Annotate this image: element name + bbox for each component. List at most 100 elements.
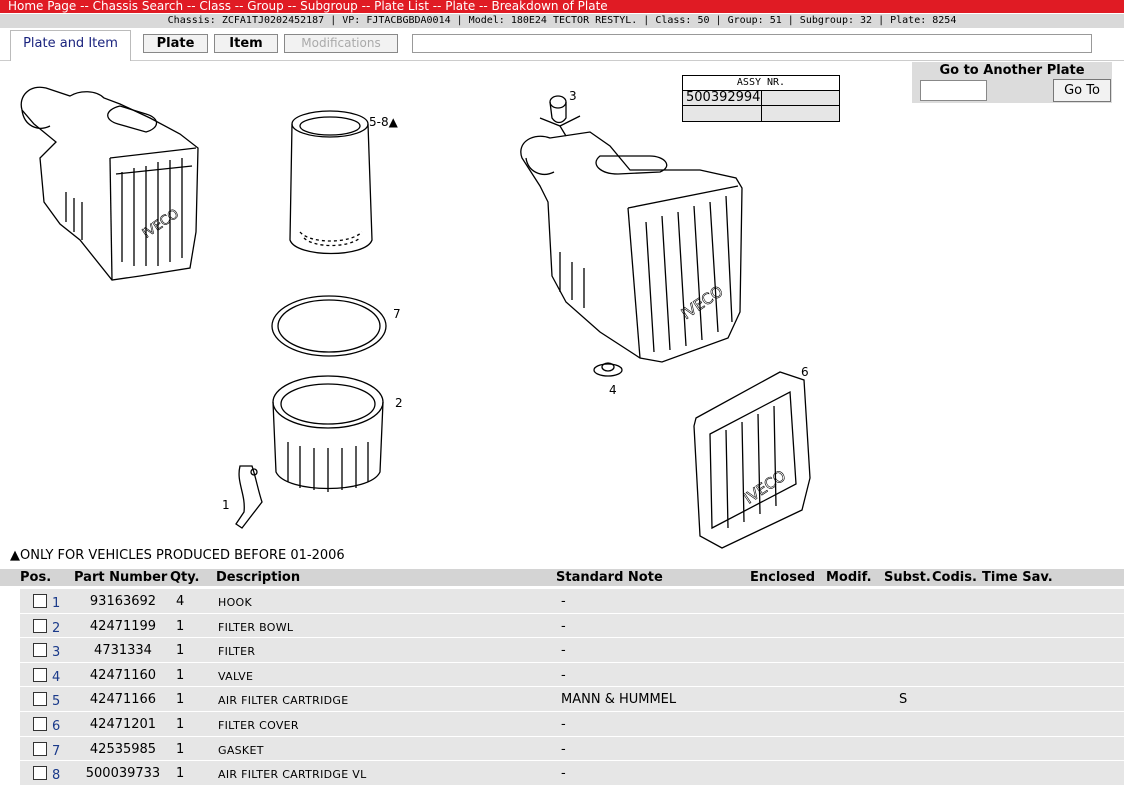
gasket xyxy=(271,295,387,357)
table-row: 6 42471201 1 FILTER COVER - xyxy=(20,711,1124,737)
row-checkbox[interactable] xyxy=(33,766,47,781)
col-modif: Modif. xyxy=(826,570,872,585)
row-pos-link[interactable]: 4 xyxy=(52,669,61,685)
callout-1: 1 xyxy=(222,498,230,512)
goto-button[interactable]: Go To xyxy=(1053,79,1111,102)
breadcrumb-breakdown[interactable]: Breakdown of Plate xyxy=(491,0,608,13)
callout-6: 6 xyxy=(801,365,809,379)
filter-small xyxy=(539,95,581,137)
breadcrumb-home[interactable]: Home Page xyxy=(8,0,77,13)
row-pos-link[interactable]: 3 xyxy=(52,645,61,661)
row-pos-link[interactable]: 8 xyxy=(52,768,61,784)
col-enclosed: Enclosed xyxy=(750,570,816,585)
row-standard-note: - xyxy=(561,716,566,732)
row-qty: 4 xyxy=(176,594,185,609)
row-part-number: 500039733 xyxy=(85,766,161,782)
tab-modifications-button[interactable]: Modifications xyxy=(284,34,398,53)
row-checkbox[interactable] xyxy=(33,741,47,756)
row-pos-link[interactable]: 2 xyxy=(52,620,61,636)
tab-search-field[interactable] xyxy=(412,34,1092,53)
col-qty: Qty. xyxy=(170,570,200,585)
housing-assembly-left: IVECO xyxy=(20,86,199,281)
row-checkbox[interactable] xyxy=(33,667,47,682)
row-qty: 1 xyxy=(176,667,185,683)
row-standard-note: - xyxy=(561,594,566,609)
row-qty: 1 xyxy=(176,766,185,782)
row-part-number: 4731334 xyxy=(94,643,152,659)
row-checkbox[interactable] xyxy=(33,618,47,633)
row-part-number: 42471166 xyxy=(89,692,157,708)
row-pos-link[interactable]: 5 xyxy=(52,694,61,710)
callout-7: 7 xyxy=(393,307,401,321)
tab-divider xyxy=(0,60,1124,61)
goto-plate-input[interactable] xyxy=(920,80,987,101)
callout-2: 2 xyxy=(395,396,403,410)
assy-number: 500392994 xyxy=(683,91,762,105)
row-qty: 1 xyxy=(176,692,185,708)
row-checkbox[interactable] xyxy=(33,594,47,608)
row-qty: 1 xyxy=(176,741,185,757)
breadcrumb: Home Page -- Chassis Search -- Class -- … xyxy=(0,0,1124,13)
col-time-sav: Time Sav. xyxy=(982,570,1053,585)
row-description: FILTER COVER xyxy=(218,718,299,732)
table-row: 1 93163692 4 HOOK - xyxy=(20,589,1124,614)
production-footnote: ▲ONLY FOR VEHICLES PRODUCED BEFORE 01-20… xyxy=(10,548,345,563)
row-checkbox[interactable] xyxy=(33,716,47,731)
row-qty: 1 xyxy=(176,643,185,659)
row-part-number: 42471201 xyxy=(89,716,157,732)
filter-bowl xyxy=(272,375,384,492)
breadcrumb-group[interactable]: Group xyxy=(247,0,284,13)
row-subst: S xyxy=(899,692,908,708)
row-checkbox[interactable] xyxy=(33,643,47,658)
row-description: AIR FILTER CARTRIDGE VL xyxy=(218,768,367,782)
breadcrumb-subgroup[interactable]: Subgroup xyxy=(300,0,358,13)
tab-bar: Plate and Item Plate Item Modifications xyxy=(0,30,1124,62)
col-codis: Codis. xyxy=(932,570,977,585)
valve xyxy=(593,362,623,377)
row-part-number: 93163692 xyxy=(89,594,157,609)
assy-header: ASSY NR. xyxy=(683,76,839,91)
row-standard-note: - xyxy=(561,667,566,683)
filter-cover: IVECO xyxy=(693,371,811,549)
breadcrumb-plate-list[interactable]: Plate List xyxy=(374,0,429,13)
row-part-number: 42471160 xyxy=(89,667,157,683)
parts-drawing: IVECO xyxy=(20,86,811,549)
goto-title: Go to Another Plate xyxy=(939,63,1085,78)
tab-plate-and-item[interactable]: Plate and Item xyxy=(10,30,131,61)
hook xyxy=(235,465,263,529)
table-row: 2 42471199 1 FILTER BOWL - xyxy=(20,613,1124,639)
row-pos-link[interactable]: 6 xyxy=(52,718,61,734)
row-qty: 1 xyxy=(176,716,185,732)
goto-plate-panel: Go to Another Plate Go To xyxy=(912,62,1112,103)
row-description: VALVE xyxy=(218,669,254,683)
table-row: 7 42535985 1 GASKET - xyxy=(20,736,1124,762)
filter-cartridge xyxy=(289,110,373,255)
parts-table-body: 1 93163692 4 HOOK - 2 42471199 1 FILTER … xyxy=(20,589,1124,786)
table-row: 8 500039733 1 AIR FILTER CARTRIDGE VL - xyxy=(20,761,1124,786)
assy-number-box: ASSY NR. 500392994 xyxy=(682,75,840,122)
housing-assembly-right: IVECO xyxy=(520,131,743,363)
breadcrumb-class[interactable]: Class xyxy=(199,0,231,13)
tab-plate-button[interactable]: Plate xyxy=(143,34,208,53)
table-row: 4 42471160 1 VALVE - xyxy=(20,662,1124,688)
tab-item-button[interactable]: Item xyxy=(214,34,278,53)
breadcrumb-chassis-search[interactable]: Chassis Search xyxy=(92,0,184,13)
row-standard-note: - xyxy=(561,618,566,634)
row-pos-link[interactable]: 1 xyxy=(52,596,61,611)
breadcrumb-plate[interactable]: Plate xyxy=(445,0,476,13)
row-description: FILTER BOWL xyxy=(218,620,294,634)
row-description: AIR FILTER CARTRIDGE xyxy=(218,694,349,708)
table-row: 3 4731334 1 FILTER - xyxy=(20,638,1124,663)
row-pos-link[interactable]: 7 xyxy=(52,743,61,759)
callout-3: 3 xyxy=(569,89,577,103)
row-checkbox[interactable] xyxy=(33,692,47,707)
brand-label-cover: IVECO xyxy=(741,467,790,508)
col-part-number: Part Number xyxy=(74,570,168,585)
col-standard-note: Standard Note xyxy=(556,570,663,585)
row-description: GASKET xyxy=(218,743,264,757)
row-standard-note: - xyxy=(561,766,566,782)
row-qty: 1 xyxy=(176,618,185,634)
row-standard-note: - xyxy=(561,643,566,659)
table-row: 5 42471166 1 AIR FILTER CARTRIDGE MANN &… xyxy=(20,687,1124,712)
row-standard-note: MANN & HUMMEL xyxy=(561,692,677,708)
